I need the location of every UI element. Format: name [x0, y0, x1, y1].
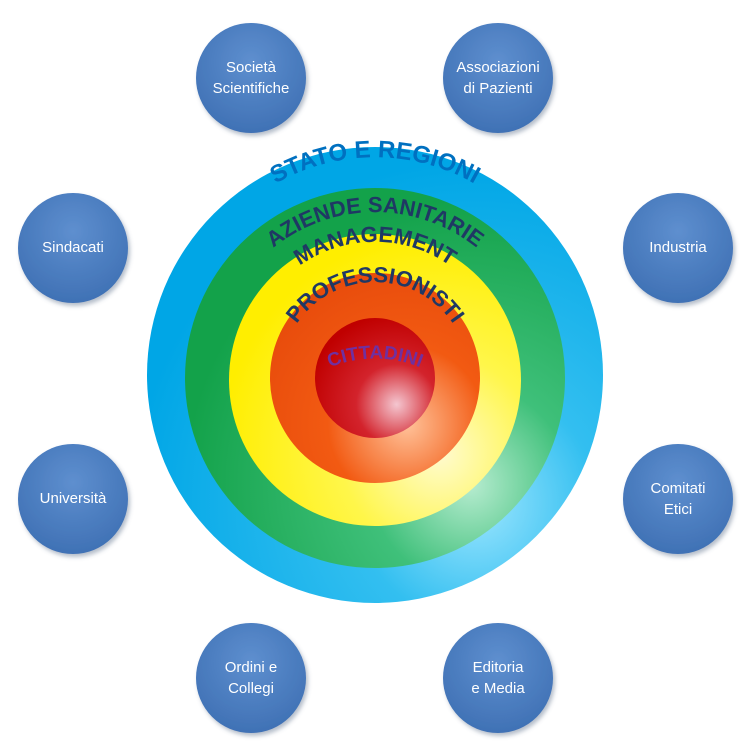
- label-comitati-etici: Comitati Etici: [650, 480, 706, 518]
- node-sindacati: [18, 193, 128, 303]
- node-comitati-etici: [623, 444, 733, 554]
- label-associazioni-pazienti: Associazioni di Pazienti: [456, 59, 540, 97]
- label-universita: Università: [39, 490, 107, 507]
- label-industria: Industria: [649, 239, 707, 256]
- label-sindacati: Sindacati: [42, 239, 104, 256]
- node-industria: [623, 193, 733, 303]
- label-ordini-collegi: Ordini e Collegi: [224, 659, 278, 697]
- label-societa-scientifiche: Società Scientifiche: [212, 59, 290, 97]
- node-societa-scientifiche: [196, 23, 306, 133]
- node-ordini-collegi: [196, 623, 306, 733]
- node-associazioni-pazienti: [443, 23, 553, 133]
- ring-cittadini: [315, 318, 435, 438]
- node-editoria-media: [443, 623, 553, 733]
- label-editoria-media: Editoria e Media: [471, 659, 525, 697]
- node-universita: [18, 444, 128, 554]
